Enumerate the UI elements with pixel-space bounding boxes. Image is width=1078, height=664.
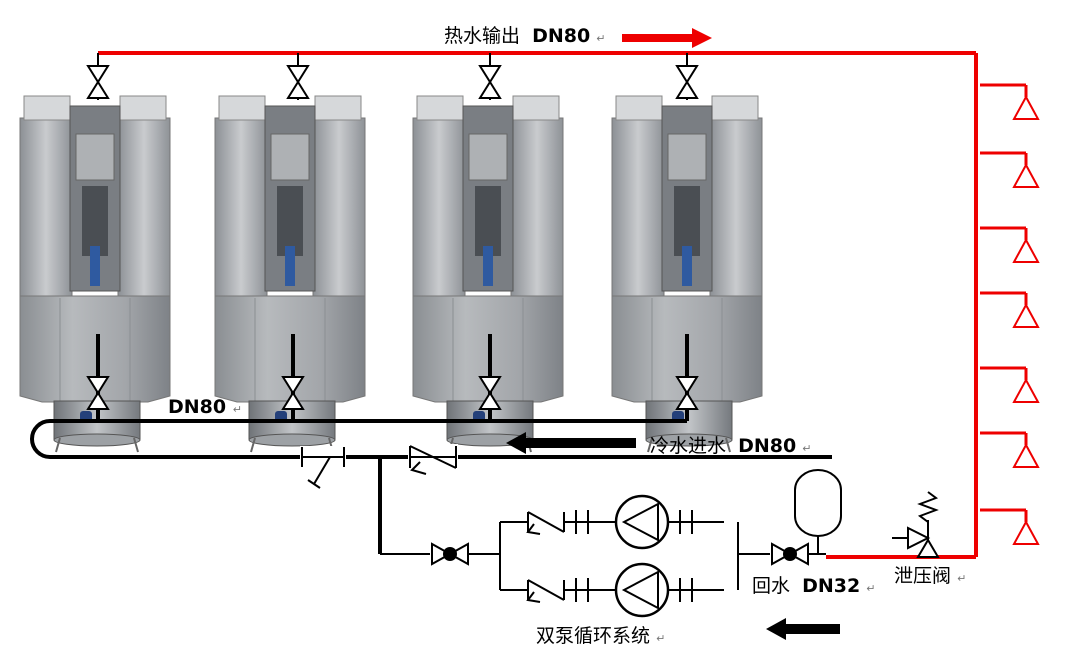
hot-water-outlet: [978, 508, 1040, 546]
hot-outlet-valve: [287, 65, 309, 99]
cold-water-flow-arrow: [506, 432, 636, 454]
relief-valve-label: 泄压阀 ↵: [894, 565, 966, 587]
dual-pump-system-label: 双泵循环系统 ↵: [536, 625, 665, 647]
pump-group-inlet-valve: [431, 542, 500, 566]
circulation-pump-row: [498, 494, 726, 550]
hot-water-outlet: [978, 83, 1040, 121]
pump-manifold: [499, 522, 770, 590]
check-valve: [408, 444, 458, 475]
pressure-relief-valve: [826, 491, 940, 559]
return-valve: [771, 542, 826, 566]
hot-water-outlet: [978, 226, 1040, 264]
return-water-label: 回水 DN32 ↵: [752, 575, 875, 597]
hot-outlet-valve: [676, 65, 698, 99]
hot-outlet-valve: [479, 65, 501, 99]
hot-water-outlet: [978, 291, 1040, 329]
hot-outlet-valve: [87, 65, 109, 99]
hot-water-flow-arrow: [622, 28, 712, 48]
circulation-pump-row: [498, 562, 726, 618]
cold-main-size-label: DN80 ↵: [168, 396, 242, 418]
return-flow-arrow: [766, 618, 840, 640]
hot-water-outlet: [978, 151, 1040, 189]
hot-water-out-label: 热水输出 DN80 ↵: [444, 25, 605, 47]
hot-water-outlet: [978, 366, 1040, 404]
cold-water-in-label: 冷水进水 DN80 ↵: [650, 435, 811, 457]
strainer-valve: [300, 446, 346, 489]
expansion-tank: [794, 469, 842, 554]
hot-water-outlet: [978, 431, 1040, 469]
